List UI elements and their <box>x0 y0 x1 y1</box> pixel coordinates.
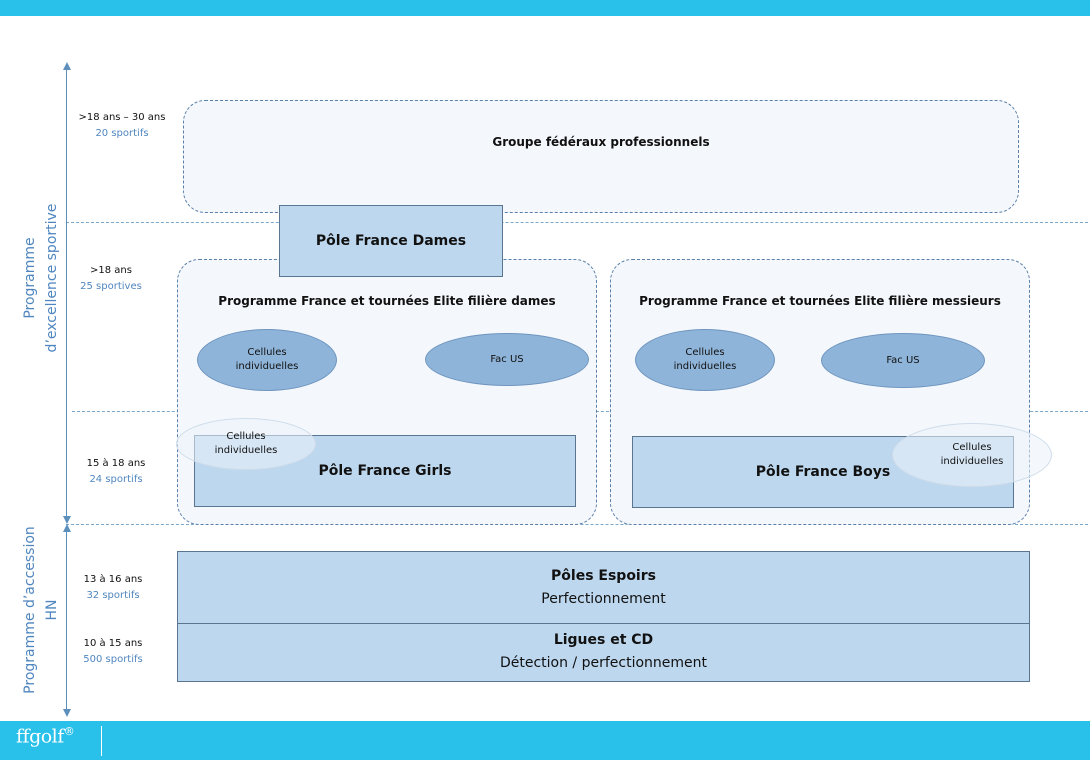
groupe-federaux-box: Groupe fédéraux professionnels <box>183 100 1019 213</box>
ellipse-label-line2: individuelles <box>214 445 278 456</box>
cellules-individuelles-girls: Cellules individuelles <box>176 418 316 470</box>
age-group-3: 15 à 18 ans 24 sportifs <box>56 456 176 488</box>
fac-us-messieurs: Fac US <box>821 333 985 388</box>
programme-messieurs-title: Programme France et tournées Elite filiè… <box>639 294 1001 308</box>
age-group-4: 13 à 16 ans 32 sportifs <box>53 572 173 604</box>
age-range: >18 ans <box>90 265 132 276</box>
age-range: 10 à 15 ans <box>83 638 143 649</box>
lower-axis-line <box>66 531 67 711</box>
cellules-individuelles-boys: Cellules individuelles <box>892 423 1052 487</box>
ellipse-label-line1: Cellules <box>226 431 266 442</box>
programme-dames-title: Programme France et tournées Elite filiè… <box>218 294 556 308</box>
athlete-count: 32 sportifs <box>86 590 140 601</box>
poles-espoirs-subtitle: Perfectionnement <box>541 591 666 607</box>
separator-line-1 <box>66 222 1088 223</box>
athlete-count: 20 sportifs <box>95 128 149 139</box>
axis-arrow-down-icon-lower <box>63 709 71 717</box>
groupe-federaux-title: Groupe fédéraux professionnels <box>492 135 710 149</box>
ellipse-label-line1: Cellules <box>247 347 287 358</box>
ligues-cd-subtitle: Détection / perfectionnement <box>499 655 708 671</box>
axis-arrow-down-icon <box>63 516 71 524</box>
axis-arrow-up-icon <box>63 62 71 70</box>
ellipse-label-line1: Cellules <box>952 442 992 453</box>
pole-france-boys-title: Pôle France Boys <box>755 464 891 480</box>
age-group-5: 10 à 15 ans 500 sportifs <box>53 636 173 668</box>
age-range: 13 à 16 ans <box>83 574 143 585</box>
age-group-1: >18 ans – 30 ans 20 sportifs <box>62 110 182 142</box>
pole-france-dames-title: Pôle France Dames <box>315 233 467 249</box>
athlete-count: 24 sportifs <box>89 474 143 485</box>
logo-text: ffgolf <box>16 725 64 748</box>
axis-arrow-up-icon-lower <box>63 524 71 532</box>
top-bar <box>0 0 1090 16</box>
ellipse-label: Fac US <box>490 353 524 365</box>
fac-us-dames: Fac US <box>425 333 589 386</box>
lower-axis-label-line1: Programme d’accession <box>22 526 38 694</box>
logo-registered-mark: ® <box>63 725 75 738</box>
ellipse-label-line2: individuelles <box>235 361 299 372</box>
athlete-count: 25 sportives <box>80 281 142 292</box>
poles-espoirs-title: Pôles Espoirs <box>551 568 656 584</box>
ellipse-label-line2: individuelles <box>940 456 1004 467</box>
age-group-2: >18 ans 25 sportives <box>51 263 171 295</box>
upper-axis-line <box>66 68 67 516</box>
ligues-cd-box: Ligues et CD Détection / perfectionnemen… <box>177 623 1030 682</box>
cellules-individuelles-messieurs: Cellules individuelles <box>635 329 775 391</box>
athlete-count: 500 sportifs <box>83 654 143 665</box>
ellipse-label: Fac US <box>886 354 920 366</box>
upper-axis-label-line1: Programme <box>22 237 38 319</box>
pole-france-dames-box: Pôle France Dames <box>279 205 503 277</box>
pole-france-girls-title: Pôle France Girls <box>318 463 452 479</box>
bottom-bar <box>0 721 1090 760</box>
ffgolf-logo: ffgolf® <box>16 725 75 748</box>
logo-divider <box>101 726 102 756</box>
cellules-individuelles-dames: Cellules individuelles <box>197 329 337 391</box>
age-range: >18 ans – 30 ans <box>78 112 166 123</box>
ligues-cd-title: Ligues et CD <box>553 632 654 648</box>
ellipse-label-line2: individuelles <box>673 361 737 372</box>
poles-espoirs-box: Pôles Espoirs Perfectionnement <box>177 551 1030 624</box>
lower-axis-label: Programme d’accession HN <box>19 510 63 710</box>
age-range: 15 à 18 ans <box>86 458 146 469</box>
ellipse-label-line1: Cellules <box>685 347 725 358</box>
